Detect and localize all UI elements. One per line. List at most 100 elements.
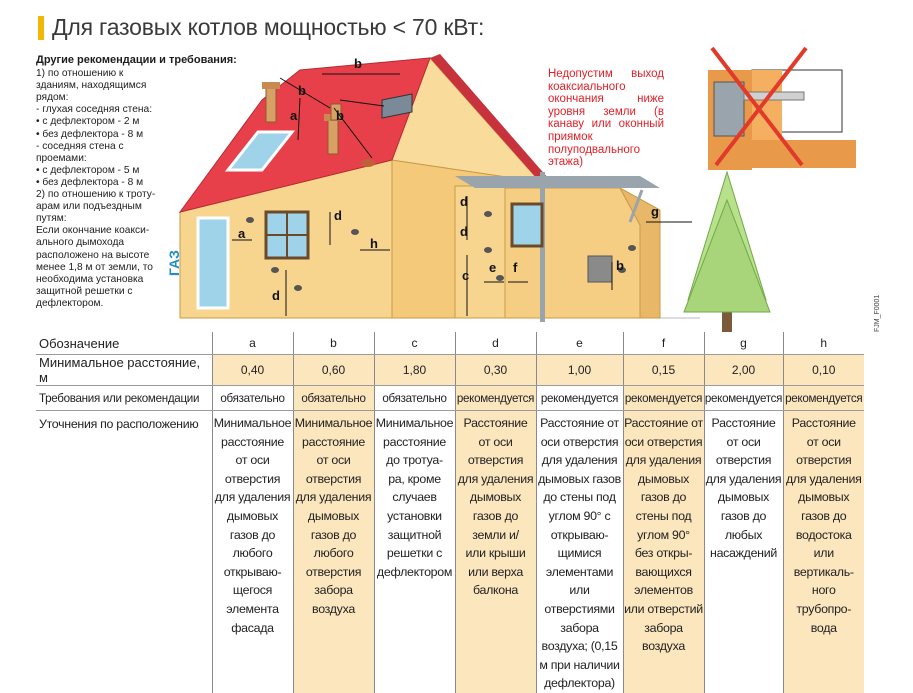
fir-tree [683, 170, 771, 332]
clarification-line: для удаления [785, 471, 862, 486]
requirement-cell-d: рекомендуется [454, 385, 536, 411]
designation-cell-c: c [373, 332, 455, 355]
recommendation-line: 2) по отношению к троту- [36, 189, 156, 201]
clarification-line: отверстиями [544, 601, 615, 616]
chimney-cap-1 [262, 82, 280, 89]
clarification-line: вода [810, 620, 837, 635]
designation-cell-h: h [782, 332, 864, 355]
clarification-line: оси отверстия [540, 434, 619, 449]
clarification-line: дымовых газов [538, 471, 621, 486]
recommendation-line: ального дымохода [36, 237, 125, 249]
designation-cell-g: g [703, 332, 783, 355]
roof-window [224, 130, 296, 172]
clarification-line: Расстояние [463, 416, 528, 430]
clarification-line: или [813, 546, 834, 561]
clarification-line: забора [314, 583, 353, 598]
clarification-line: Минимальное [375, 416, 454, 430]
clarification-line: отверстия [796, 453, 852, 468]
label-b-2: b [354, 56, 362, 71]
recommendation-line: • без дефлектора - 8 м [36, 176, 144, 188]
clarification-line: стены под [635, 508, 692, 523]
vent-grille [587, 255, 613, 283]
clarification-line: дымовых [717, 490, 770, 505]
requirement-cell-f: рекомендуется [622, 385, 704, 411]
clarification-line: Расстояние [791, 416, 856, 430]
label-a-2: a [238, 226, 246, 241]
label-g-1: g [651, 204, 659, 219]
garage-downpipe [628, 189, 644, 223]
clarification-line: Расстояние [711, 416, 776, 430]
title-accent-bar [38, 16, 44, 40]
clarification-line: ного [811, 583, 836, 598]
distance-cell-g: 2,00 [703, 354, 783, 386]
warning-text: Недопустим выход коаксиального окончания… [548, 68, 664, 169]
clarification-line: газов до [720, 508, 767, 523]
clarification-line: решетки с [386, 546, 443, 561]
clarification-line: для удаления [457, 471, 534, 486]
recommendation-line: рядом: [36, 92, 69, 104]
roof-dormer-vent [381, 93, 413, 119]
clarification-line: от оси [316, 453, 351, 468]
clarification-line: расстояние [383, 434, 446, 449]
clarification-line: вертикаль- [793, 564, 854, 579]
requirement-cell-c: обязательно [373, 385, 455, 411]
clarification-line: газов до [801, 508, 847, 523]
label-f-1: f [513, 260, 518, 275]
clarification-line: открываю- [223, 564, 282, 579]
recommendation-line: путям: [36, 213, 67, 225]
clarification-line: расстояние [302, 434, 365, 449]
requirement-cell-b: обязательно [292, 385, 374, 411]
requirement-cell-h: рекомендуется [782, 385, 864, 411]
label-d-2: d [272, 288, 280, 303]
clarification-line: фасада [231, 620, 274, 635]
roof-edge [430, 54, 548, 182]
distance-cell-f: 0,15 [622, 354, 704, 386]
clarification-line: забора [644, 620, 683, 635]
recommendation-line: защитной решетки с [36, 285, 133, 297]
designation-header: Обозначение [36, 332, 212, 355]
clarification-line: открываю- [550, 527, 609, 542]
recommendation-line: - глухая соседняя стена: [36, 104, 153, 116]
recommendation-line: менее 1,8 м от земли, то [36, 261, 153, 273]
house-diagram: b b b a a d h d d d c e f b g [178, 46, 856, 332]
clarification-line: забора [560, 620, 599, 635]
clarification-line: элементов [634, 583, 693, 598]
clarification-line: или отверстий [624, 601, 703, 616]
flue-terminals [246, 211, 636, 291]
wing-window [510, 202, 544, 248]
clarification-line: газов до [229, 527, 276, 542]
clarification-line: от оси [478, 434, 513, 449]
designation-cell-b: b [292, 332, 374, 355]
recommendation-line: 1) по отношению к [36, 68, 124, 80]
clarification-line: газов до [640, 490, 687, 505]
recommendation-line: зданиям, находящимся [36, 80, 147, 92]
clarification-line: отверстия [224, 471, 281, 486]
forbidden-inset [708, 46, 856, 170]
clarification-line: элемента [226, 601, 279, 616]
recommendation-line: • без дефлектора - 8 м [36, 128, 144, 140]
clarification-line: отверстия [715, 453, 772, 468]
clarification-line: дефлектором [376, 564, 453, 579]
clarification-line: для удаления [541, 453, 618, 468]
clarification-line: трубопро- [796, 601, 852, 616]
requirement-header: Требования или рекомендации [36, 385, 212, 411]
label-b-1: b [298, 83, 306, 98]
designation-cell-e: e [535, 332, 623, 355]
recommendation-line: дефлектором. [36, 297, 104, 309]
recommendation-line: Если окончание коакси- [36, 225, 150, 237]
clarification-line: дымовых [798, 490, 850, 505]
clarification-line: м при наличии [539, 657, 620, 672]
figure-code: FJM_F0001 [874, 294, 881, 332]
chimney-pipe-1 [265, 87, 277, 123]
clarification-line: или верха [468, 564, 523, 579]
designation-cell-f: f [622, 332, 704, 355]
clarification-line: вающихся [635, 564, 692, 579]
clarification-line: углом 90° с [548, 508, 611, 523]
